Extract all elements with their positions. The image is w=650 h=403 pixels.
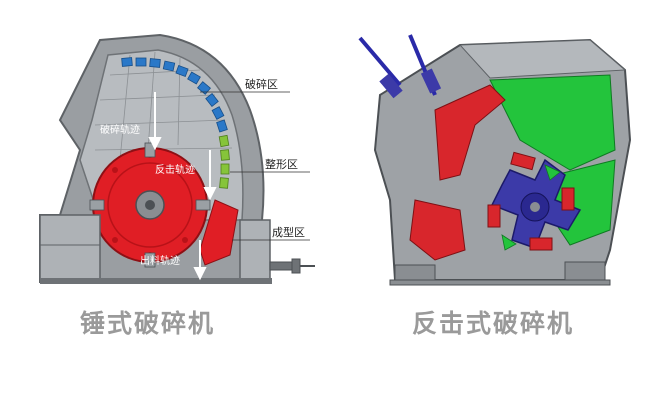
impact-base	[389, 261, 611, 286]
hammer-crusher-svg: 破碎区 整形区 成型区 破碎轨迹 反击轨迹 出料轨迹	[39, 33, 315, 284]
shaping-zone-label: 整形区	[265, 157, 298, 171]
blue-rotor	[490, 158, 582, 249]
forming-zone-plate	[199, 199, 239, 266]
rotor	[92, 147, 208, 263]
trajectory-arrows	[148, 92, 217, 281]
impact-crusher-svg	[358, 34, 632, 286]
crushing-track-label: 破碎轨迹	[100, 123, 140, 136]
crushing-zone-blocks	[121, 57, 228, 133]
rotor-wedges	[501, 164, 561, 251]
leader-lines	[200, 91, 310, 241]
hammer-crusher-caption: 锤式破碎机	[80, 309, 216, 338]
adjusting-spring	[269, 258, 315, 274]
green-liner-upper	[489, 74, 616, 171]
shaping-zone-blocks	[218, 134, 230, 189]
hammer-crusher-diagram: 破碎区 整形区 成型区 破碎轨迹 反击轨迹 出料轨迹	[0, 0, 325, 300]
impact-housing-top	[458, 39, 627, 79]
impact-crusher-caption: 反击式破碎机	[412, 309, 575, 338]
crushing-zone-label: 破碎区	[245, 77, 278, 91]
red-impact-plate	[434, 84, 506, 181]
red-impact-plate-2	[409, 199, 466, 261]
forming-zone-label: 成型区	[272, 225, 305, 239]
discharge-track-label: 出料轨迹	[140, 254, 180, 267]
impact-track-label: 反击轨迹	[155, 163, 195, 176]
blow-bars	[487, 151, 575, 251]
impact-crusher-diagram	[340, 0, 650, 300]
feed-rod-springs	[379, 68, 442, 99]
hammers	[89, 142, 211, 268]
base-frame	[39, 214, 272, 284]
